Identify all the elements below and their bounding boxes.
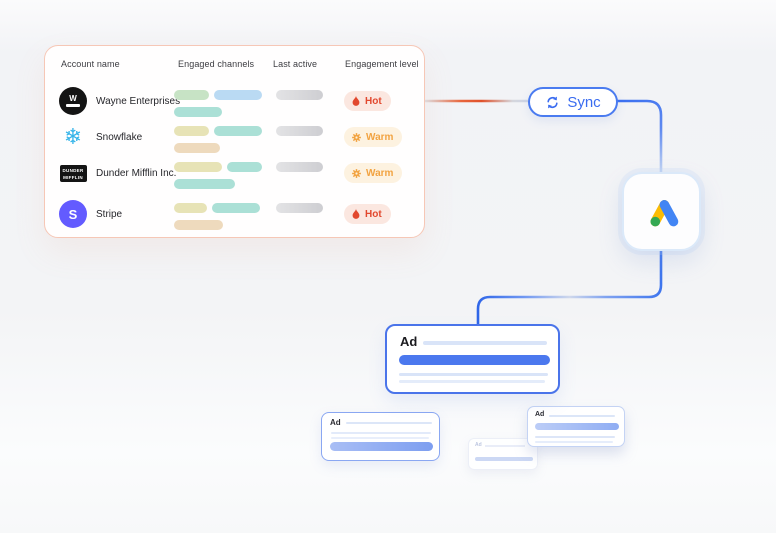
google-ads-logo xyxy=(650,199,678,226)
engagement-badge-label: Hot xyxy=(365,95,382,107)
ad-label: Ad xyxy=(330,418,341,427)
account-logo: ❄ xyxy=(59,123,87,151)
ad-link-bar xyxy=(475,457,533,461)
last-active-bar xyxy=(276,162,323,172)
engaged-channel-bar xyxy=(214,126,262,136)
engaged-channel-bar xyxy=(174,90,209,100)
engagement-badge-label: Warm xyxy=(366,131,394,143)
account-name: Snowflake xyxy=(96,132,143,143)
engaged-channel-bar xyxy=(227,162,262,172)
engaged-channel-bar xyxy=(212,203,260,213)
ad-link-bar xyxy=(535,423,619,430)
ad-text-placeholder-bar xyxy=(399,379,545,383)
account-name: Wayne Enterprises xyxy=(96,96,181,107)
ad-headline-placeholder-bar xyxy=(423,341,547,345)
ad-text-placeholder-bar xyxy=(399,373,548,376)
crm-table-row: S Stripe Hot xyxy=(45,200,424,244)
engaged-channel-bar xyxy=(214,90,262,100)
wayne-enterprises-logo: W xyxy=(59,87,87,115)
account-logo: W xyxy=(59,87,87,115)
snowflake-logo: ❄ xyxy=(63,124,83,149)
connector-sync-to-ads-icon xyxy=(617,99,663,172)
column-header-account-name: Account name xyxy=(61,59,120,69)
ad-label: Ad xyxy=(535,411,545,418)
column-header-engaged-channels: Engaged channels xyxy=(178,59,255,69)
account-name: Dunder Mifflin Inc. xyxy=(96,168,177,179)
engagement-badge: Hot xyxy=(344,204,391,224)
engaged-channel-bar xyxy=(174,203,207,213)
account-name: Stripe xyxy=(96,209,123,220)
connector-ads-icon-to-ad-card xyxy=(476,251,663,324)
last-active-bar xyxy=(276,90,323,100)
gear-icon xyxy=(352,132,361,142)
ad-text-placeholder-bar xyxy=(331,437,429,439)
ad-preview-card-main: Ad xyxy=(385,324,560,394)
column-header-engagement-level: Engagement level xyxy=(345,59,419,69)
ad-preview-card-small-left: Ad xyxy=(321,412,440,461)
crm-table-row: W Wayne Enterprises Hot xyxy=(45,87,424,131)
sync-arrows-icon xyxy=(547,96,558,108)
google-ads-app-tile xyxy=(622,172,701,251)
sync-button-label: Sync xyxy=(567,93,601,111)
ad-link-bar xyxy=(399,355,550,365)
ad-label: Ad xyxy=(400,334,418,349)
engagement-badge: Warm xyxy=(344,127,403,147)
crm-table-row: ❄ Snowflake Warm xyxy=(45,123,424,167)
ad-headline-placeholder-bar xyxy=(485,445,525,447)
engagement-badge: Warm xyxy=(344,163,403,183)
ad-headline-placeholder-bar xyxy=(549,414,615,417)
engaged-channel-bar xyxy=(174,107,222,117)
ad-label: Ad xyxy=(475,442,482,448)
engaged-channel-bar xyxy=(174,126,209,136)
engaged-channel-bar xyxy=(174,220,223,230)
flame-icon xyxy=(352,208,360,219)
ad-text-placeholder-bar xyxy=(535,436,615,438)
stripe-logo: S xyxy=(59,200,87,228)
ad-link-bar xyxy=(330,442,433,451)
sync-button[interactable]: Sync xyxy=(528,87,618,117)
engaged-channel-bar xyxy=(174,179,235,189)
crm-table-card: Account name Engaged channels Last activ… xyxy=(44,45,425,238)
ad-preview-card-small-right: Ad xyxy=(527,406,625,447)
gear-icon xyxy=(352,168,361,178)
account-logo: S xyxy=(59,200,87,228)
ad-headline-placeholder-bar xyxy=(346,422,432,424)
engagement-badge-label: Hot xyxy=(365,208,382,220)
engaged-channel-bar xyxy=(174,162,222,172)
flame-icon xyxy=(352,95,360,106)
engagement-badge: Hot xyxy=(344,91,391,111)
engagement-badge-label: Warm xyxy=(366,167,394,179)
column-header-last-active: Last active xyxy=(273,59,318,69)
ad-preview-card-faded: Ad xyxy=(468,438,538,470)
last-active-bar xyxy=(276,203,323,213)
last-active-bar xyxy=(276,126,323,136)
engaged-channel-bar xyxy=(174,143,220,153)
ad-text-placeholder-bar xyxy=(535,440,613,443)
ad-text-placeholder-bar xyxy=(331,432,431,434)
